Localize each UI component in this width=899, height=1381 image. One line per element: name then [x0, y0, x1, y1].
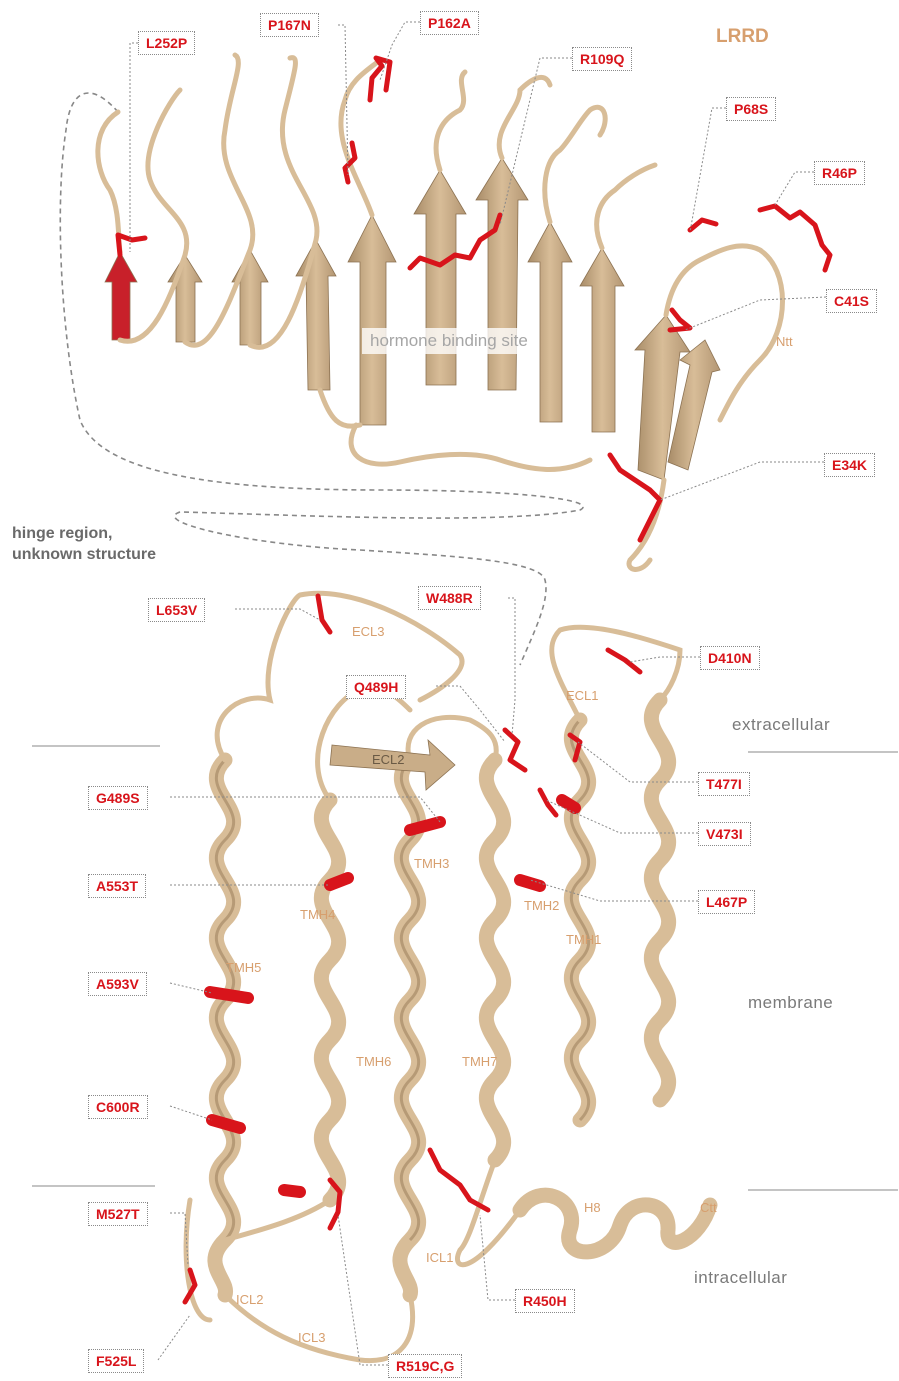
- mutation-label-r450h: R450H: [515, 1289, 575, 1313]
- mutation-label-r46p: R46P: [814, 161, 865, 185]
- mutation-label-r109q: R109Q: [572, 47, 632, 71]
- ecl3-label: ECL3: [352, 624, 385, 639]
- mutation-label-p68s: P68S: [726, 97, 776, 121]
- mutation-label-c600r: C600R: [88, 1095, 148, 1119]
- mutation-label-v473i: V473I: [698, 822, 751, 846]
- icl2-label: ICL2: [236, 1292, 263, 1307]
- tmh2-label: TMH2: [524, 898, 559, 913]
- mutation-label-d410n: D410N: [700, 646, 760, 670]
- hinge-label-line-2: unknown structure: [12, 544, 156, 565]
- mutation-label-m527t: M527T: [88, 1202, 148, 1226]
- mutation-helix-patches: [210, 800, 575, 1192]
- mutation-label-t477i: T477I: [698, 772, 750, 796]
- lrrd-beta-strands: [105, 158, 720, 480]
- ctt-label: Ctt: [700, 1200, 717, 1215]
- region-separators: [32, 746, 898, 1190]
- mutation-label-p162a: P162A: [420, 11, 479, 35]
- mutation-label-w488r: W488R: [418, 586, 481, 610]
- intracellular-label: intracellular: [694, 1268, 787, 1288]
- tmh1-label: TMH1: [566, 932, 601, 947]
- hormone-binding-site-label: hormone binding site: [362, 328, 536, 354]
- mutation-label-c41s: C41S: [826, 289, 877, 313]
- mutation-label-l653v: L653V: [148, 598, 205, 622]
- hinge-region-label: hinge region, unknown structure: [12, 523, 156, 565]
- mutation-label-l252p: L252P: [138, 31, 195, 55]
- mutation-label-e34k: E34K: [824, 453, 875, 477]
- mutation-label-l467p: L467P: [698, 890, 755, 914]
- tmh6-label: TMH6: [356, 1054, 391, 1069]
- ecl2-label: ECL2: [372, 752, 405, 767]
- tm-helices: [215, 700, 710, 1295]
- tmh5-label: TMH5: [226, 960, 261, 975]
- mutation-label-q489h: Q489H: [346, 675, 406, 699]
- tmh3-label: TMH3: [414, 856, 449, 871]
- hinge-label-line-1: hinge region,: [12, 523, 156, 544]
- membrane-label: membrane: [748, 993, 833, 1013]
- mutation-label-r519cg: R519C,G: [388, 1354, 462, 1378]
- icl1-label: ICL1: [426, 1250, 453, 1265]
- mutation-label-a593v: A593V: [88, 972, 147, 996]
- ntt-label: Ntt: [776, 334, 793, 349]
- mutation-label-a553t: A553T: [88, 874, 146, 898]
- tmh4-label: TMH4: [300, 907, 335, 922]
- extracellular-label: extracellular: [732, 715, 830, 735]
- ecl1-label: ECL1: [566, 688, 599, 703]
- lrrd-title: LRRD: [716, 26, 769, 48]
- mutation-label-g489s: G489S: [88, 786, 148, 810]
- mutation-label-p167n: P167N: [260, 13, 319, 37]
- tmh7-label: TMH7: [462, 1054, 497, 1069]
- leader-lines: [130, 22, 826, 1365]
- h8-label: H8: [584, 1200, 601, 1215]
- mutation-label-f525l: F525L: [88, 1349, 144, 1373]
- icl3-label: ICL3: [298, 1330, 325, 1345]
